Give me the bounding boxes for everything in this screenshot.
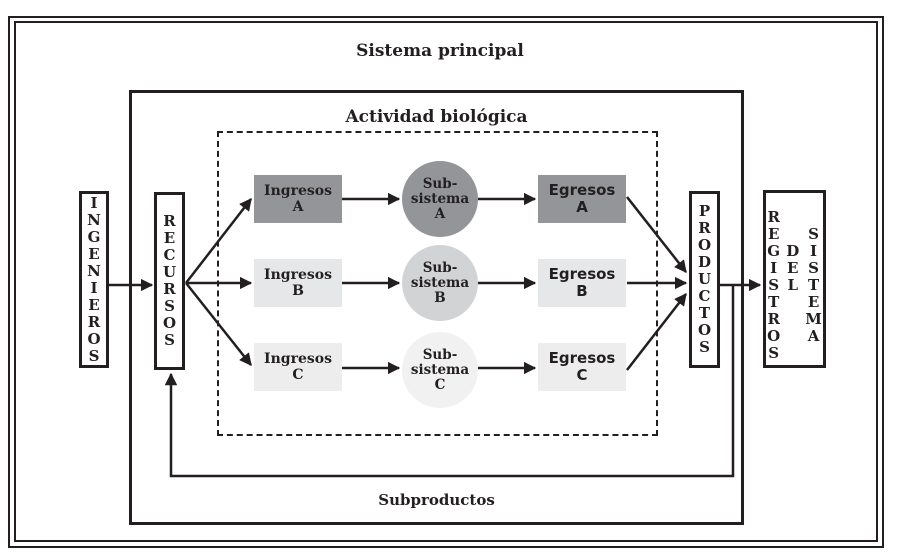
outer-frame-inner-line xyxy=(14,21,878,542)
resources-to-input-a-arrow xyxy=(185,198,252,284)
output-a-to-products-arrow xyxy=(626,196,687,273)
main-system-title: Sistema principal xyxy=(356,41,524,61)
output-c-to-products-arrow xyxy=(626,293,687,371)
byproducts-feedback-arrow xyxy=(164,285,735,478)
byproducts-label: Subproductos xyxy=(378,491,495,509)
main-system-frame xyxy=(129,90,744,525)
resources-to-input-c-arrow xyxy=(185,282,252,366)
biological-activity-title: Actividad biológica xyxy=(345,107,528,127)
outer-frame xyxy=(8,16,884,548)
